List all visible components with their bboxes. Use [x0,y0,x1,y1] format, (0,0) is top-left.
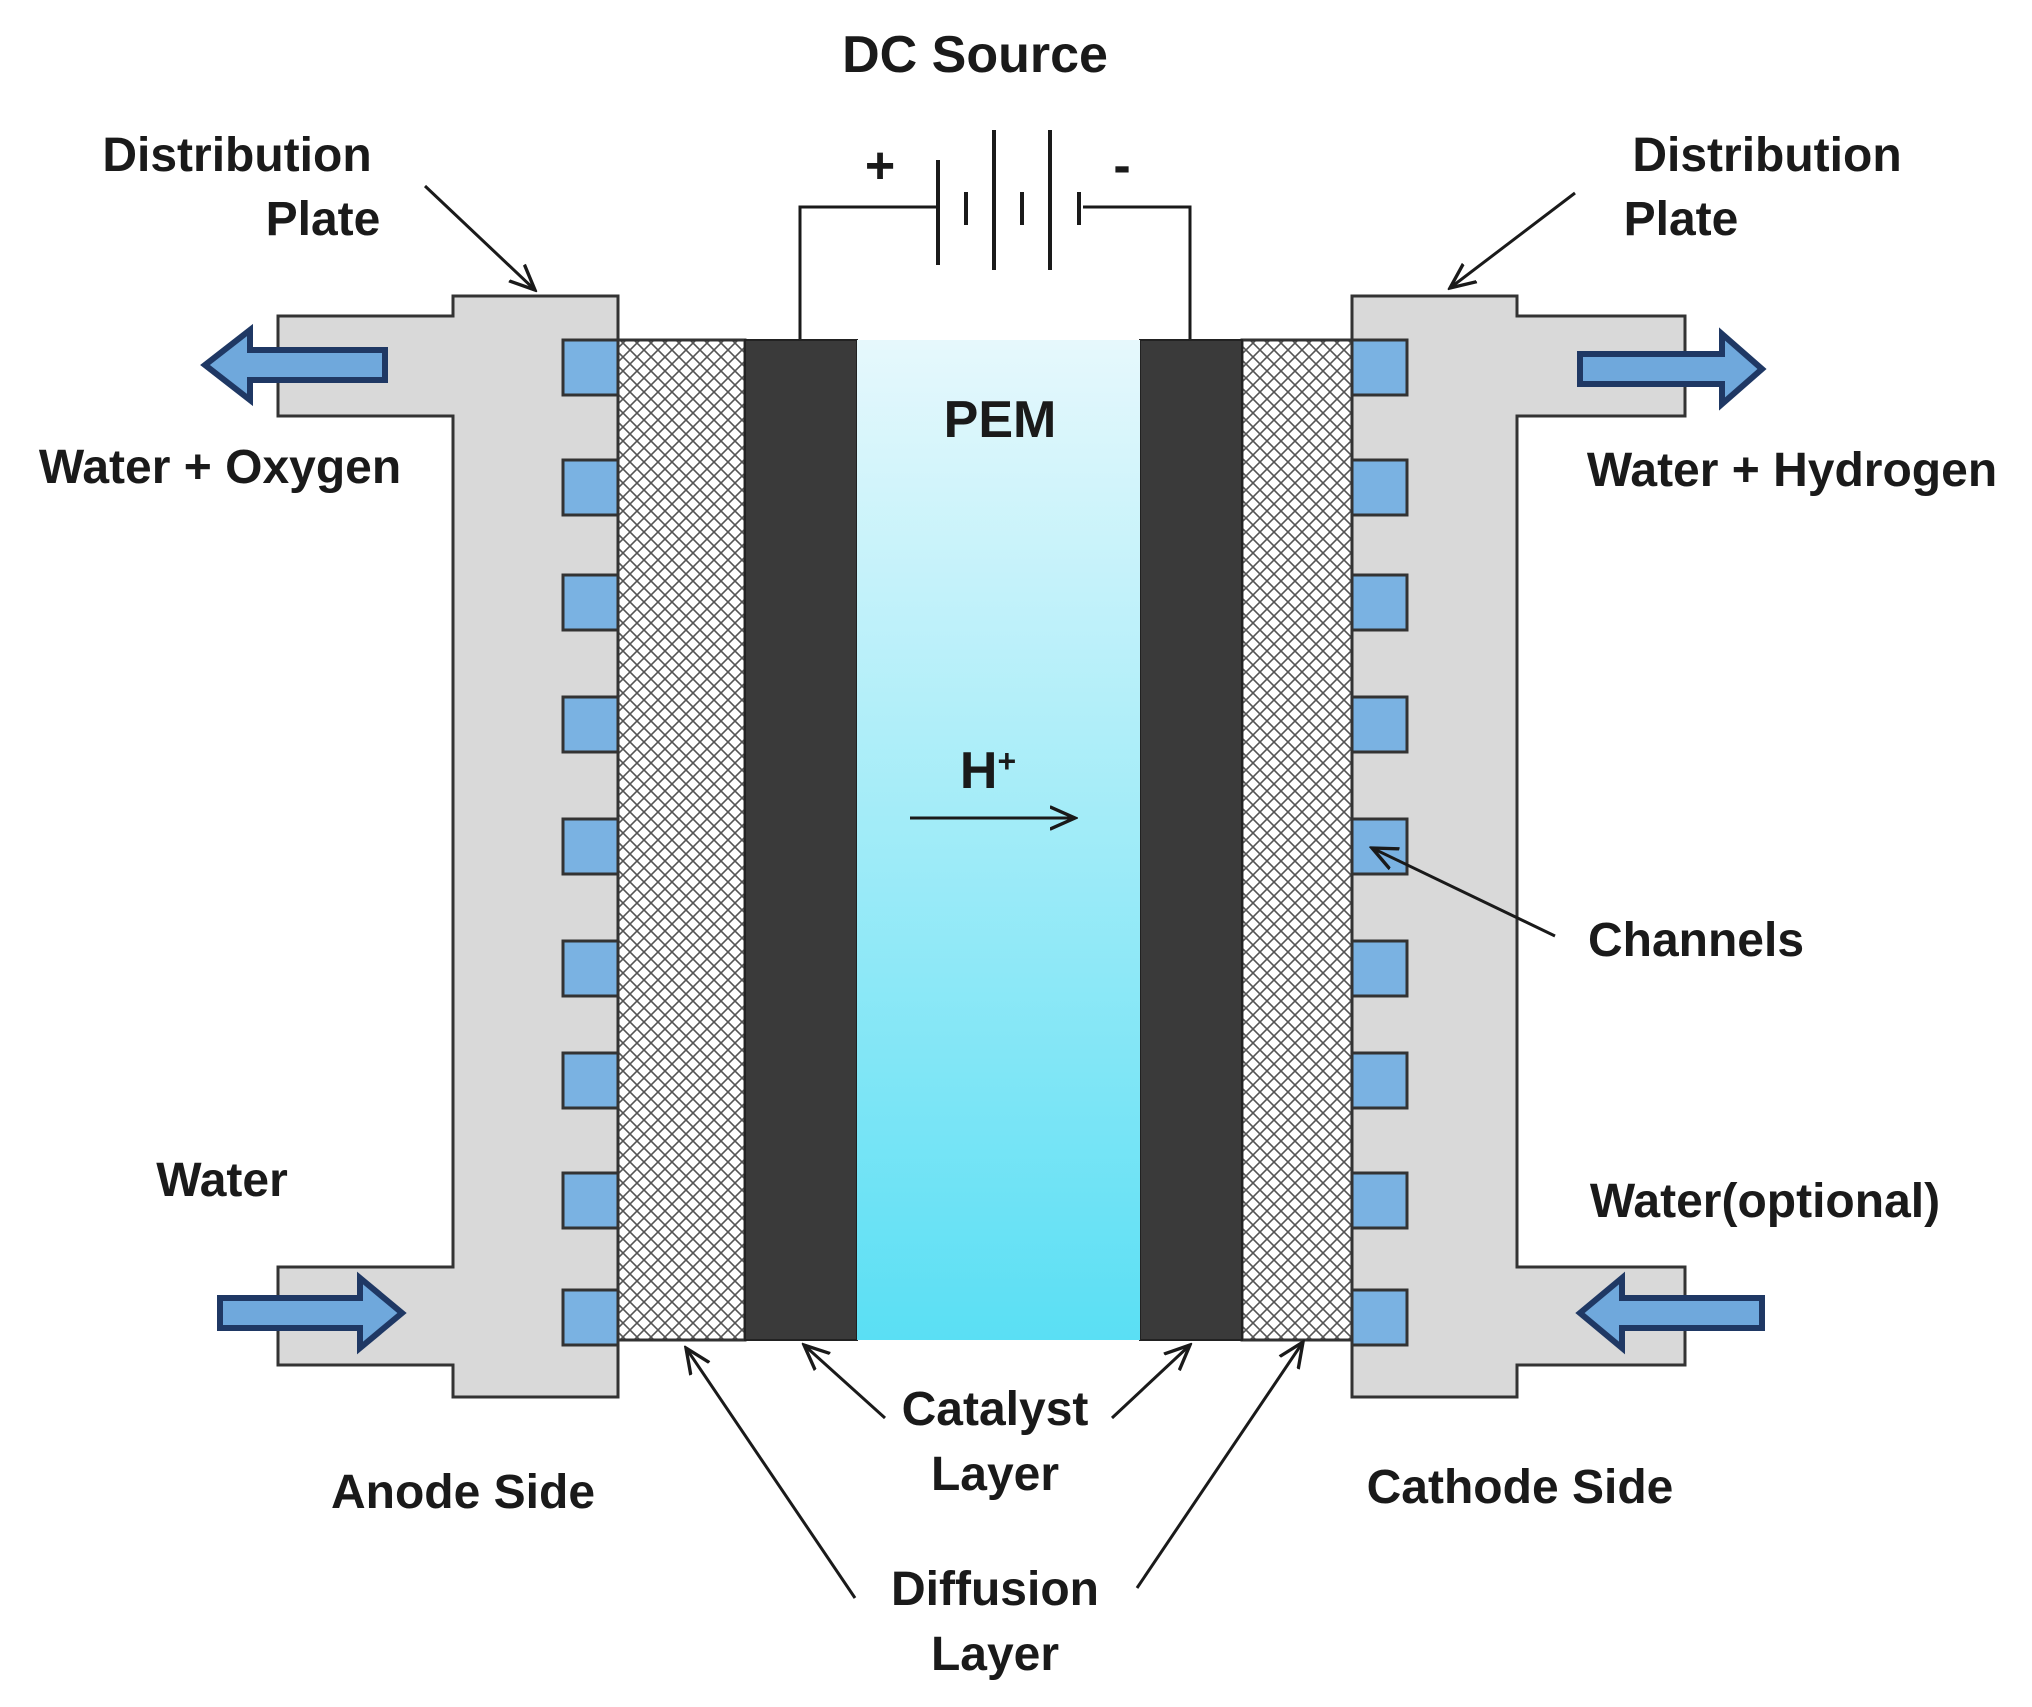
anode-diffusion-layer [616,338,747,1342]
anode-plate-label-line2: Plate [266,193,381,246]
anode-catalyst-layer [744,339,858,1341]
anode-catalyst-leader [804,1345,887,1420]
dc-source-circuit: DC Source + - [798,26,1192,340]
channels-label: Channels [1588,914,1804,967]
anode-plate-label-line1: Distribution [102,129,371,182]
channel [1350,939,1409,998]
anode-diffusion-leader [686,1348,857,1599]
battery-icon [936,130,1081,270]
positive-terminal-label: + [865,137,895,195]
channel [561,338,620,397]
channels-leader [1372,848,1556,938]
channel [1350,1288,1409,1347]
negative-wire [1083,205,1192,340]
channel [561,458,620,517]
diffusion-layer-label-line2: Layer [931,1628,1059,1681]
water-inlet-arrow [217,1271,407,1355]
cathode-channels [1350,338,1409,1347]
anode-distribution-plate [276,294,620,1399]
cathode-diffusion-leader [1135,1342,1303,1589]
proton-exchange-membrane [857,340,1140,1340]
channel [1350,458,1409,517]
anode-channels [561,338,620,1347]
oxygen-outlet-label: Water + Oxygen [39,441,401,494]
water-inlet-label: Water [156,1154,288,1207]
channel [561,1171,620,1230]
cathode-diffusion-layer [1240,338,1354,1342]
anode-side-label: Anode Side [331,1466,595,1519]
channel [1350,573,1409,632]
optional-water-inlet-arrow [1575,1271,1765,1355]
positive-wire [798,205,938,340]
channel [561,695,620,754]
cathode-plate-leader [1450,191,1576,288]
anode-plate-leader [423,184,535,290]
catalyst-layer-label-line2: Layer [931,1448,1059,1501]
channel [561,573,620,632]
negative-terminal-label: - [1113,137,1130,195]
hydrogen-outlet-arrow [1577,327,1767,411]
cathode-distribution-plate [1350,294,1687,1399]
channel [561,817,620,876]
diffusion-layer-label-line1: Diffusion [891,1563,1099,1616]
channel [561,1288,620,1347]
channel [1350,1171,1409,1230]
cathode-catalyst-layer [1139,339,1243,1341]
optional-water-inlet-label: Water(optional) [1590,1175,1940,1228]
pem-label: PEM [944,391,1057,449]
channel [1350,338,1409,397]
catalyst-layer-label-line1: Catalyst [902,1383,1089,1436]
proton-label: H+ [960,742,1016,800]
channel [561,939,620,998]
cathode-catalyst-leader [1110,1345,1190,1420]
channel [1350,1051,1409,1110]
hydrogen-outlet-label: Water + Hydrogen [1587,444,1997,497]
cathode-plate-label-line2: Plate [1624,193,1739,246]
cathode-side-label: Cathode Side [1367,1461,1674,1514]
oxygen-outlet-arrow [200,323,388,407]
leader-lines [423,184,1576,1599]
channel [1350,817,1409,876]
channel [1350,695,1409,754]
channel [561,1051,620,1110]
cathode-plate-label-line1: Distribution [1632,129,1901,182]
dc-source-title: DC Source [842,26,1108,84]
